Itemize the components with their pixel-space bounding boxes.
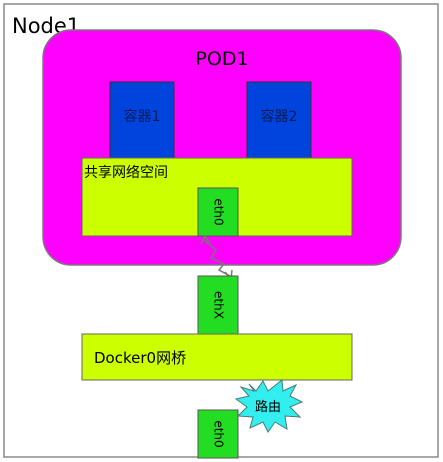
veth-ethx-box <box>197 275 239 335</box>
node-eth0-label: eth0 <box>212 420 226 447</box>
docker0-bridge-box <box>81 333 353 381</box>
pod-eth0-box <box>197 187 239 237</box>
pod-eth0-label: eth0 <box>212 198 226 225</box>
route-label: 路由 <box>255 399 281 415</box>
container-1-label: 容器1 <box>124 108 161 125</box>
pod-label: POD1 <box>195 48 248 70</box>
route-starburst-icon <box>234 379 304 433</box>
veth-arrow-top-icon <box>200 234 211 245</box>
container-2-box <box>246 81 312 161</box>
shared-namespace-label: 共享网络空间 <box>84 164 168 181</box>
veth-link-line <box>203 239 231 277</box>
veth-ethx-label: ethX <box>212 291 226 319</box>
node-eth0-box <box>197 409 239 459</box>
container-1-box <box>109 81 175 161</box>
docker0-bridge-label: Docker0网桥 <box>94 349 186 367</box>
container-2-label: 容器2 <box>261 108 298 125</box>
